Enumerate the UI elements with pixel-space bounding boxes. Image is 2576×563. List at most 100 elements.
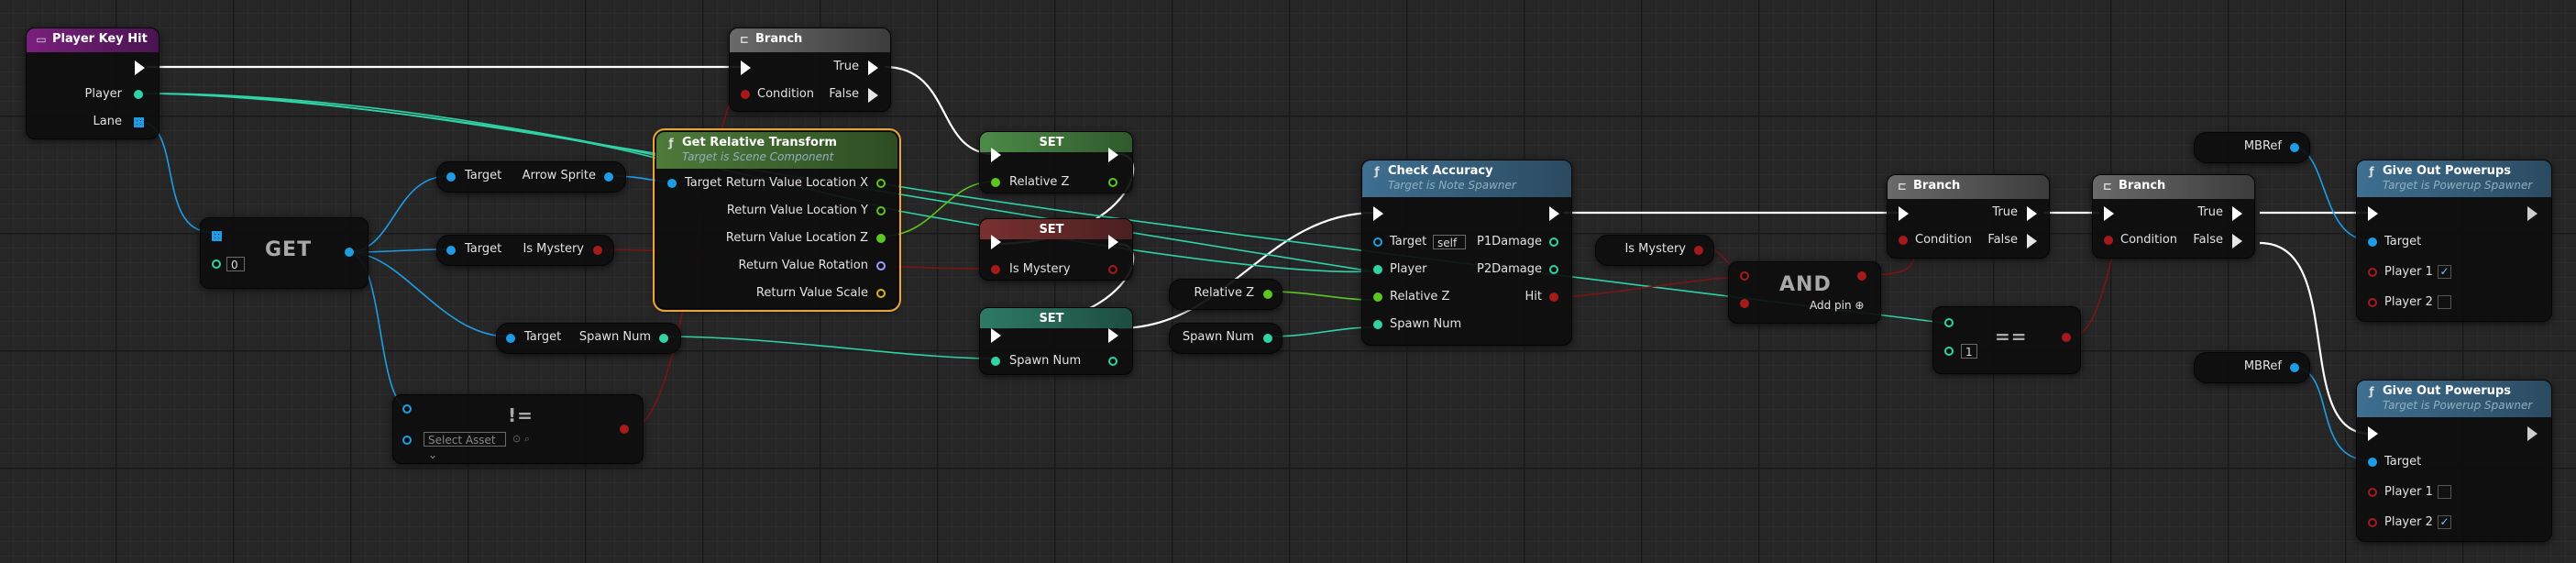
player1-checkbox[interactable] [2438, 485, 2451, 499]
mbref-variable-node-1[interactable]: MBRef [2194, 132, 2310, 163]
player2-checkbox[interactable]: ✓ [2438, 515, 2451, 529]
condition-pin[interactable] [2104, 236, 2113, 245]
target-pin[interactable] [2368, 237, 2377, 247]
player-pin[interactable] [1373, 265, 1382, 274]
target-pin[interactable] [1373, 237, 1382, 247]
array-get-node[interactable]: 0 GET [200, 217, 369, 289]
exec-in-pin[interactable] [991, 328, 1001, 343]
false-exec-pin[interactable] [868, 88, 878, 103]
relative-z-variable-node[interactable]: Relative Z [1169, 279, 1282, 310]
exec-in-pin[interactable] [2368, 206, 2378, 221]
spawn-num-pin[interactable] [1373, 320, 1382, 329]
relative-z-out-pin[interactable] [1108, 178, 1117, 187]
branch-node-3[interactable]: ⊏ Branch True Condition False [2092, 174, 2255, 259]
set-relative-z-node[interactable]: SET Relative Z [979, 131, 1133, 193]
relative-z-var-pin[interactable] [1263, 290, 1272, 299]
player-key-hit-node[interactable]: ▭ Player Key Hit Player Lane [26, 28, 160, 139]
set-spawn-num-node[interactable]: SET Spawn Num [979, 307, 1133, 375]
spawn-num-variable-node[interactable]: Spawn Num [1169, 323, 1282, 354]
index-input[interactable]: 0 [226, 257, 245, 271]
exec-in-pin[interactable] [991, 235, 1001, 249]
b-value-input[interactable]: 1 [1961, 344, 1977, 359]
lane-array-pin[interactable] [134, 117, 144, 127]
a-pin[interactable] [402, 404, 412, 414]
arrow-sprite-getter-node[interactable]: Target Arrow Sprite [436, 161, 626, 193]
not-equal-node[interactable]: Select Asset ⌄ ⊙ ⌕ != [392, 394, 644, 464]
player-pin[interactable] [134, 90, 143, 99]
result-pin[interactable] [620, 425, 629, 434]
location-z-pin[interactable] [876, 234, 886, 243]
array-out-pin[interactable] [345, 248, 354, 257]
b-pin[interactable] [1944, 347, 1954, 356]
browse-icon[interactable]: ⊙ ⌕ [512, 433, 530, 445]
is-mystery-getter-node[interactable]: Target Is Mystery [436, 235, 614, 266]
spawn-num-getter-node[interactable]: Target Spawn Num [496, 323, 681, 354]
array-in-pin[interactable] [212, 231, 222, 241]
true-exec-pin[interactable] [2027, 206, 2037, 221]
is-mystery-out-pin[interactable] [1108, 265, 1117, 274]
rotation-pin[interactable] [876, 261, 886, 270]
exec-in-pin[interactable] [741, 61, 751, 75]
exec-out-pin[interactable] [1108, 328, 1118, 343]
player2-pin[interactable] [2368, 298, 2377, 307]
get-relative-transform-node[interactable]: ƒ Get Relative Transform Target is Scene… [653, 128, 901, 312]
spawn-num-pin[interactable] [659, 334, 668, 343]
player2-checkbox[interactable] [2438, 295, 2451, 309]
exec-out-pin[interactable] [2527, 426, 2537, 441]
is-mystery-in-pin[interactable] [991, 265, 1000, 274]
exec-out-pin[interactable] [1108, 148, 1118, 162]
add-pin-button[interactable]: Add pin ⊕ [1810, 299, 1865, 312]
b-pin[interactable] [402, 436, 412, 445]
hit-pin[interactable] [1549, 293, 1558, 302]
p1damage-pin[interactable] [1549, 237, 1558, 247]
a-pin[interactable] [1944, 318, 1954, 327]
target-pin[interactable] [667, 179, 677, 188]
mbref-pin[interactable] [2290, 143, 2299, 152]
set-is-mystery-node[interactable]: SET Is Mystery [979, 218, 1133, 281]
player1-checkbox[interactable]: ✓ [2438, 265, 2451, 279]
relative-z-in-pin[interactable] [991, 178, 1000, 187]
exec-out-pin[interactable] [1549, 206, 1559, 221]
index-pin[interactable] [212, 259, 221, 269]
location-y-pin[interactable] [876, 206, 886, 215]
mbref-pin[interactable] [2290, 363, 2299, 372]
target-pin[interactable] [506, 334, 515, 343]
branch-node-2[interactable]: ⊏ Branch True Condition False [1887, 174, 2050, 259]
location-x-pin[interactable] [876, 179, 886, 188]
p2damage-pin[interactable] [1549, 265, 1558, 274]
exec-in-pin[interactable] [1899, 206, 1909, 221]
relative-z-pin[interactable] [1373, 293, 1382, 302]
check-accuracy-node[interactable]: ƒ Check Accuracy Target is Note Spawner … [1361, 160, 1572, 346]
result-pin[interactable] [2062, 333, 2071, 342]
exec-out-pin[interactable] [135, 61, 145, 75]
exec-in-pin[interactable] [991, 148, 1001, 162]
exec-in-pin[interactable] [2368, 426, 2378, 441]
give-out-powerups-node-1[interactable]: ƒ Give Out Powerups Target is Powerup Sp… [2356, 160, 2552, 322]
is-mystery-pin[interactable] [593, 246, 602, 255]
is-mystery-var-pin[interactable] [1694, 246, 1703, 255]
true-exec-pin[interactable] [868, 61, 878, 75]
target-pin[interactable] [446, 172, 456, 182]
target-pin[interactable] [446, 246, 456, 255]
target-pin[interactable] [2368, 458, 2377, 467]
condition-pin[interactable] [741, 90, 750, 99]
condition-pin[interactable] [1899, 236, 1908, 245]
scale-pin[interactable] [876, 289, 886, 298]
a-pin[interactable] [1740, 271, 1749, 281]
spawn-num-var-pin[interactable] [1263, 334, 1272, 343]
true-exec-pin[interactable] [2232, 206, 2242, 221]
exec-out-pin[interactable] [2527, 206, 2537, 221]
is-mystery-variable-node[interactable]: Is Mystery [1595, 235, 1714, 266]
exec-in-pin[interactable] [1373, 206, 1383, 221]
b-pin[interactable] [1740, 299, 1749, 308]
mbref-variable-node-2[interactable]: MBRef [2194, 352, 2310, 383]
equals-node[interactable]: 1 == [1932, 306, 2081, 374]
false-exec-pin[interactable] [2027, 234, 2037, 248]
self-value[interactable]: self [1433, 235, 1466, 249]
branch-node-1[interactable]: ⊏ Branch True Condition False [729, 28, 891, 112]
exec-out-pin[interactable] [1108, 235, 1118, 249]
exec-in-pin[interactable] [2104, 206, 2114, 221]
arrow-sprite-pin[interactable] [604, 172, 613, 182]
spawn-num-in-pin[interactable] [991, 357, 1000, 366]
